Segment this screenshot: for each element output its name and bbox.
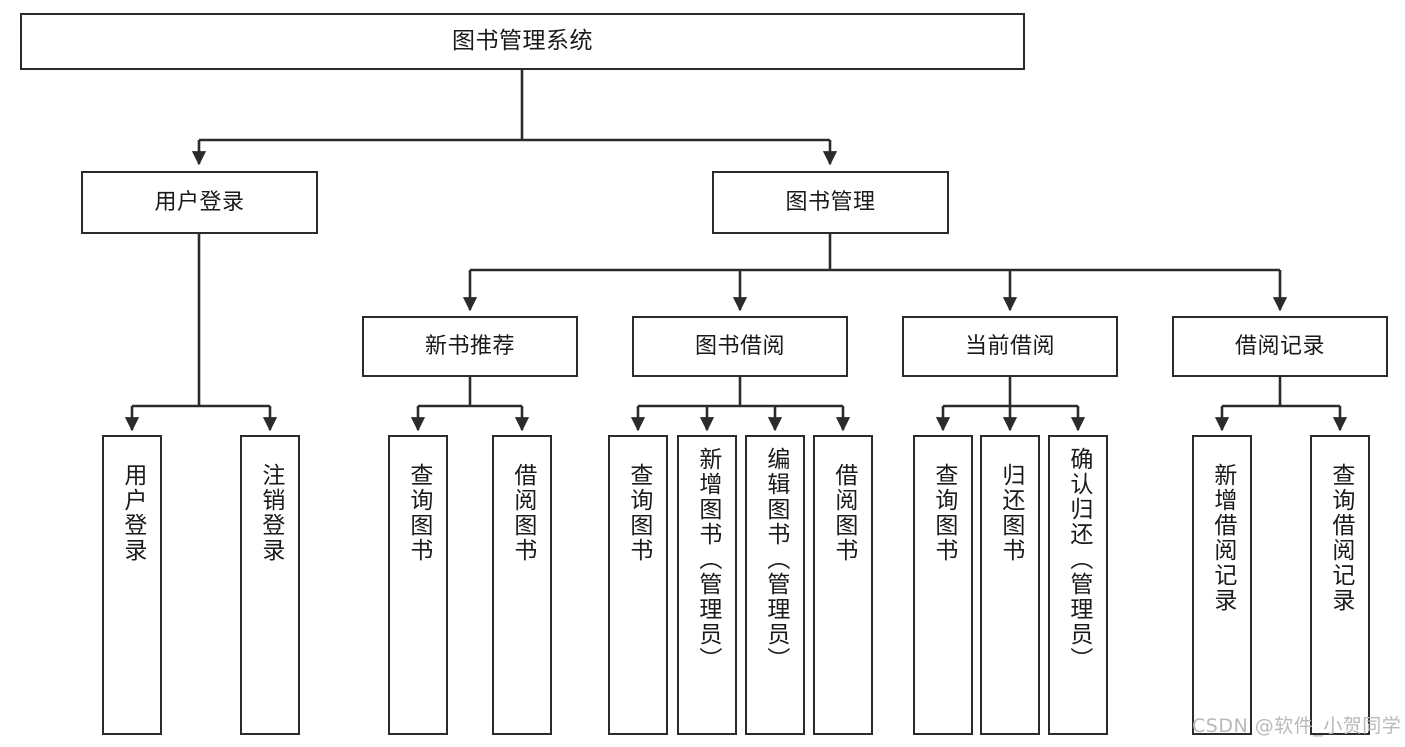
leaf-query-book-borrow[interactable]: 查询图书 xyxy=(608,435,668,735)
node-label: 查询借阅记录 xyxy=(1327,463,1354,613)
leaf-user-login[interactable]: 用户登录 xyxy=(102,435,162,735)
leaf-query-book-current[interactable]: 查询图书 xyxy=(913,435,973,735)
node-label: 确认归还（管理员） xyxy=(1065,447,1092,672)
node-current-borrow[interactable]: 当前借阅 xyxy=(902,316,1118,377)
leaf-query-book-recommend[interactable]: 查询图书 xyxy=(388,435,448,735)
node-new-book-recommend[interactable]: 新书推荐 xyxy=(362,316,578,377)
leaf-confirm-return-admin[interactable]: 确认归还（管理员） xyxy=(1048,435,1108,735)
node-label: 编辑图书（管理员） xyxy=(762,447,789,672)
leaf-edit-book-admin[interactable]: 编辑图书（管理员） xyxy=(745,435,805,735)
node-label: 注销登录 xyxy=(257,463,284,563)
leaf-return-book[interactable]: 归还图书 xyxy=(980,435,1040,735)
node-root-system[interactable]: 图书管理系统 xyxy=(20,13,1025,70)
node-borrow-records[interactable]: 借阅记录 xyxy=(1172,316,1388,377)
node-label: 图书借阅 xyxy=(694,333,785,359)
leaf-add-book-admin[interactable]: 新增图书（管理员） xyxy=(677,435,737,735)
watermark-csdn: CSDN @软件_小贺同学 xyxy=(1192,715,1402,737)
node-label: 归还图书 xyxy=(997,463,1024,563)
node-label: 新增借阅记录 xyxy=(1209,463,1236,613)
node-label: 查询图书 xyxy=(930,463,957,563)
node-label: 借阅记录 xyxy=(1234,333,1325,359)
leaf-query-borrow-record[interactable]: 查询借阅记录 xyxy=(1310,435,1370,735)
node-label: 查询图书 xyxy=(625,463,652,563)
node-label: 用户登录 xyxy=(154,189,245,215)
node-label: 新书推荐 xyxy=(424,333,515,359)
node-label: 图书管理 xyxy=(785,189,876,215)
node-user-login[interactable]: 用户登录 xyxy=(81,171,318,234)
leaf-borrow-book[interactable]: 借阅图书 xyxy=(813,435,873,735)
node-label: 借阅图书 xyxy=(830,463,857,563)
node-label: 当前借阅 xyxy=(964,333,1055,359)
leaf-user-logout[interactable]: 注销登录 xyxy=(240,435,300,735)
node-label: 借阅图书 xyxy=(509,463,536,563)
node-label: 用户登录 xyxy=(119,463,146,563)
node-label: 查询图书 xyxy=(405,463,432,563)
node-label: 图书管理系统 xyxy=(452,27,593,54)
leaf-add-borrow-record[interactable]: 新增借阅记录 xyxy=(1192,435,1252,735)
node-label: 新增图书（管理员） xyxy=(694,447,721,672)
node-book-management[interactable]: 图书管理 xyxy=(712,171,949,234)
node-book-borrow[interactable]: 图书借阅 xyxy=(632,316,848,377)
leaf-borrow-book-recommend[interactable]: 借阅图书 xyxy=(492,435,552,735)
